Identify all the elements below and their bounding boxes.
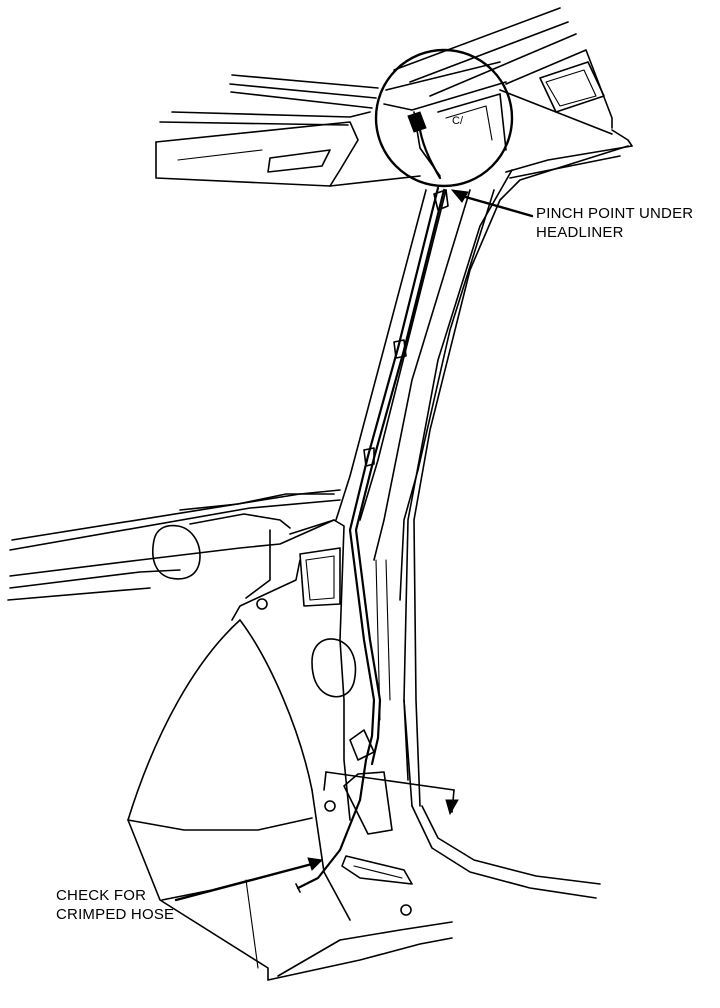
- roof-rail: [155, 74, 421, 187]
- pinch-point-leader: [450, 189, 534, 218]
- roof-right: [393, 7, 633, 179]
- pinch-point-line-1: PINCH POINT UNDER: [536, 205, 694, 222]
- inner-panel: [231, 519, 413, 916]
- crimped-hose-callout: CHECK FOR CRIMPED HOSE: [56, 886, 174, 924]
- crimped-hose-line-2: CRIMPED HOSE: [56, 906, 175, 923]
- hose-clip-3: [363, 447, 375, 467]
- pinch-point-callout: PINCH POINT UNDER HEADLINER: [536, 204, 693, 242]
- hose-clip-1: [433, 189, 449, 211]
- pinch-point-line-2: HEADLINER: [536, 224, 624, 241]
- pillar: [335, 145, 629, 899]
- detail-mark: C/: [452, 115, 464, 127]
- hose-clip-4: [349, 729, 375, 761]
- drain-hose: [295, 186, 449, 893]
- detail-circle: C/: [374, 48, 514, 188]
- wheel-housing: [127, 619, 453, 981]
- window-sill: [7, 489, 341, 601]
- crimped-hose-line-1: CHECK FOR: [56, 887, 147, 904]
- reference-arrow: [323, 771, 459, 816]
- crimped-hose-leader: [174, 857, 324, 902]
- hose-clip-2: [393, 339, 407, 359]
